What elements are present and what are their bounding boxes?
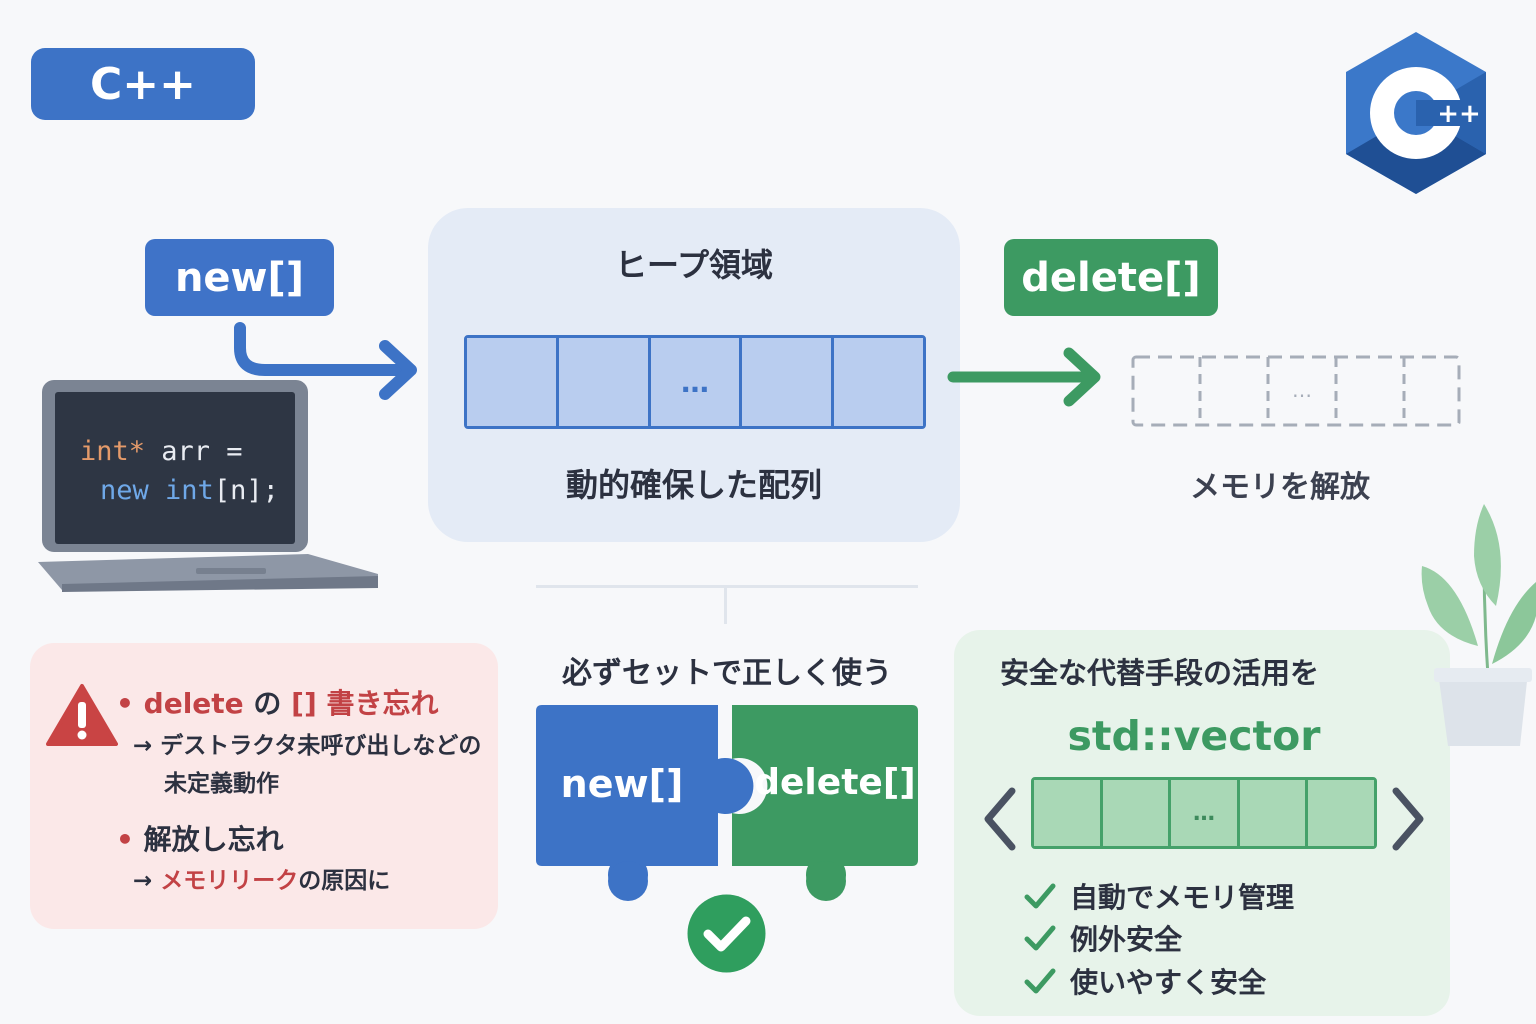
- cpp-logo-text: ++: [1437, 99, 1481, 129]
- divider: [724, 588, 727, 624]
- code-line-1: int* arr =: [80, 432, 279, 471]
- warning-delete-word: delete: [143, 687, 244, 720]
- warning-item-missing-brackets: • delete の [] 書き忘れ: [116, 682, 439, 722]
- vector-cell: [1102, 780, 1169, 846]
- puzzle-icon: [536, 705, 918, 901]
- puzzle-delete-label: delete[]: [754, 762, 916, 803]
- feature-label: 使いやすく安全: [1070, 966, 1267, 999]
- vector-cell: [1239, 780, 1306, 846]
- feature-item: 例外安全: [1024, 918, 1182, 958]
- array-cell: [467, 338, 556, 426]
- bullet: •: [116, 687, 144, 720]
- pair-title: 必ずセットで正しく使う: [562, 656, 892, 691]
- laptop-icon: [38, 380, 378, 592]
- vector-array: …: [1031, 777, 1377, 849]
- delete-operator-tag: delete[]: [1004, 239, 1218, 316]
- puzzle-new-label: new[]: [560, 762, 684, 806]
- safe-title: 安全な代替手段の活用を: [1000, 656, 1320, 690]
- cpp-badge: C++: [31, 48, 255, 120]
- code-text: arr =: [145, 436, 243, 467]
- freed-ellipsis: …: [1292, 378, 1312, 402]
- plant-icon: [1421, 504, 1536, 746]
- feature-label: 自動でメモリ管理: [1070, 881, 1295, 914]
- checkmark-icon: [1024, 968, 1056, 994]
- freed-array: …: [1131, 355, 1461, 427]
- warning-item-forgot-free: • 解放し忘れ: [116, 818, 284, 858]
- code-type-keyword: int*: [80, 436, 146, 467]
- warning-detail: → メモリリークの原因に: [133, 861, 390, 895]
- chevron-left-icon: [984, 787, 1016, 851]
- free-arrow: [947, 347, 1101, 407]
- vector-cell-ellipsis: …: [1171, 780, 1237, 846]
- warning-icon: [46, 684, 118, 746]
- warning-detail: → デストラクタ未呼び出しなどの: [133, 733, 482, 759]
- feature-item: 自動でメモリ管理: [1024, 876, 1294, 916]
- array-cell-ellipsis: …: [650, 338, 740, 426]
- vector-label: std::vector: [1067, 712, 1321, 760]
- feature-label: 例外安全: [1070, 923, 1183, 956]
- heap-caption: 動的確保した配列: [565, 466, 822, 504]
- heap-array: …: [464, 335, 926, 429]
- feature-item: 使いやすく安全: [1024, 961, 1266, 1001]
- warning-panel: [30, 643, 498, 929]
- vector-cell: [1034, 780, 1100, 846]
- allocate-arrow: [234, 322, 417, 400]
- warning-detail: 未定義動作: [164, 771, 279, 797]
- freed-caption: メモリを解放: [1190, 470, 1370, 505]
- array-cell: [558, 338, 648, 426]
- checkmark-icon: [1024, 883, 1056, 909]
- array-cell: [742, 338, 832, 426]
- warning-text: の原因に: [298, 868, 391, 894]
- code-snippet: int* arr = new int[n];: [80, 432, 279, 510]
- array-cell: [834, 338, 923, 426]
- bullet: •: [116, 823, 144, 856]
- code-line-2: new int[n];: [80, 471, 279, 510]
- warning-text: の: [243, 687, 292, 720]
- warning-text: 書き忘れ: [316, 687, 439, 720]
- memory-leak-text: メモリリーク: [160, 868, 299, 894]
- checkmark-icon: [687, 894, 766, 973]
- divider: [536, 585, 918, 588]
- checkmark-icon: [1024, 925, 1056, 951]
- warning-brackets: []: [291, 687, 317, 720]
- code-text: [n];: [213, 475, 279, 506]
- chevron-right-icon: [1392, 787, 1424, 851]
- code-int-keyword: int: [165, 475, 214, 506]
- heap-title: ヒープ領域: [614, 246, 774, 284]
- warning-text: 解放し忘れ: [143, 823, 284, 856]
- code-new-keyword: new: [100, 475, 149, 506]
- cpp-logo-icon: ++: [1346, 32, 1486, 194]
- new-operator-tag: new[]: [145, 239, 334, 316]
- vector-cell: [1308, 780, 1374, 846]
- arrow-text: →: [133, 868, 161, 894]
